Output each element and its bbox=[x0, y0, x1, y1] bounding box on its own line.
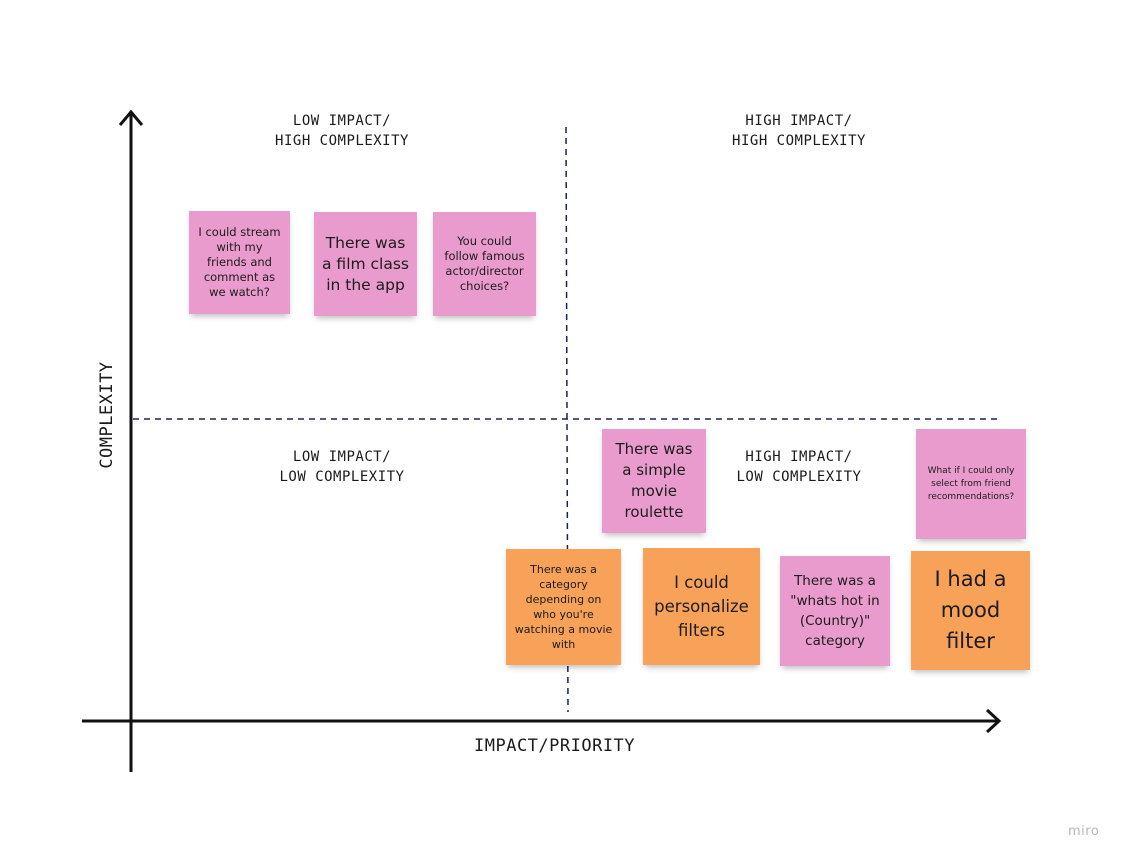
x-axis-arrowhead bbox=[985, 708, 1002, 734]
sticky-note-text: There was a category depending on who yo… bbox=[514, 563, 613, 651]
sticky-note-friend-recommendations[interactable]: What if I could only select from friend … bbox=[916, 429, 1026, 539]
quadrant-label-line: LOW IMPACT/ bbox=[292, 449, 392, 465]
sticky-note-text: You could follow famous actor/director c… bbox=[444, 234, 525, 293]
y-axis-label: COMPLEXITY bbox=[97, 361, 117, 469]
x-axis-label: IMPACT/PRIORITY bbox=[474, 736, 636, 756]
miro-logo: miro bbox=[1068, 824, 1100, 839]
quadrant-label-low-impact-low-complexity: LOW IMPACT/ LOW COMPLEXITY bbox=[222, 447, 462, 487]
sticky-note-category-who-watching[interactable]: There was a category depending on who yo… bbox=[506, 549, 621, 665]
quadrant-label-line: HIGH IMPACT/ bbox=[745, 113, 853, 129]
sticky-note-text: There was a "whats hot in (Country)" cat… bbox=[790, 573, 880, 649]
quadrant-label-line: LOW IMPACT/ bbox=[292, 113, 392, 129]
sticky-note-text: What if I could only select from friend … bbox=[927, 465, 1015, 502]
sticky-note-stream-with-friends[interactable]: I could stream with my friends and comme… bbox=[189, 211, 290, 314]
quadrant-label-line: LOW COMPLEXITY bbox=[736, 469, 862, 485]
quadrant-label-line: HIGH COMPLEXITY bbox=[275, 133, 409, 149]
sticky-note-follow-famous[interactable]: You could follow famous actor/director c… bbox=[433, 212, 536, 316]
sticky-note-text: I could stream with my friends and comme… bbox=[198, 225, 281, 299]
sticky-note-text: I had a mood filter bbox=[934, 567, 1007, 653]
quadrant-label-high-impact-low-complexity: HIGH IMPACT/ LOW COMPLEXITY bbox=[679, 447, 919, 487]
sticky-note-text: I could personalize filters bbox=[654, 572, 749, 640]
quadrant-label-high-impact-high-complexity: HIGH IMPACT/ HIGH COMPLEXITY bbox=[679, 111, 919, 151]
sticky-note-movie-roulette[interactable]: There was a simple movie roulette bbox=[602, 429, 706, 533]
quadrant-label-line: HIGH COMPLEXITY bbox=[732, 133, 866, 149]
sticky-note-film-class[interactable]: There was a film class in the app bbox=[314, 212, 417, 316]
sticky-note-personalize-filters[interactable]: I could personalize filters bbox=[643, 548, 760, 665]
sticky-note-whats-hot[interactable]: There was a "whats hot in (Country)" cat… bbox=[780, 556, 890, 666]
quadrant-label-line: HIGH IMPACT/ bbox=[745, 449, 853, 465]
sticky-note-text: There was a film class in the app bbox=[322, 233, 409, 294]
sticky-note-text: There was a simple movie roulette bbox=[615, 440, 693, 521]
quadrant-label-low-impact-high-complexity: LOW IMPACT/ HIGH COMPLEXITY bbox=[222, 111, 462, 151]
quadrant-label-line: LOW COMPLEXITY bbox=[279, 469, 405, 485]
y-axis-arrowhead bbox=[118, 109, 144, 126]
sticky-note-mood-filter[interactable]: I had a mood filter bbox=[911, 551, 1030, 670]
